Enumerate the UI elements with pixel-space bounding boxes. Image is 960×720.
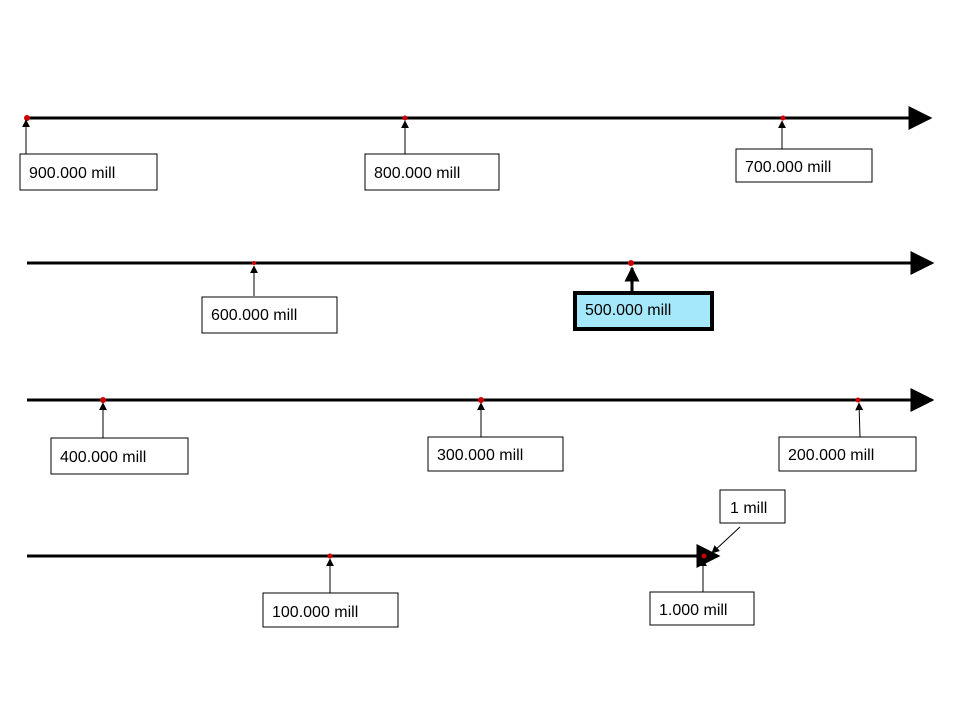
label-text: 500.000 mill — [585, 302, 671, 319]
label-box: 900.000 mill — [19, 153, 158, 191]
label-box: 600.000 mill — [201, 296, 338, 334]
label-text: 1.000 mill — [659, 602, 727, 619]
pointer-arrow — [855, 402, 864, 438]
marker-dot — [478, 397, 484, 403]
label-box: 200.000 mill — [778, 436, 917, 472]
label-text: 900.000 mill — [29, 165, 115, 182]
marker-dot — [402, 115, 408, 121]
timeline-row-3: 400.000 mill 300.000 mill 200.000 mill — [27, 388, 935, 475]
label-text: 800.000 mill — [374, 165, 460, 182]
label-text: 200.000 mill — [788, 447, 874, 464]
marker-dot — [252, 261, 256, 265]
label-text: 100.000 mill — [272, 604, 358, 621]
label-box: 700.000 mill — [735, 148, 873, 183]
marker-dot — [24, 115, 30, 121]
marker-dot — [780, 115, 786, 121]
label-box-highlighted: 500.000 mill — [573, 291, 714, 331]
timeline-row-2: 600.000 mill 500.000 mill — [27, 251, 935, 334]
label-box: 1.000 mill — [649, 591, 755, 626]
label-box: 1 mill — [719, 489, 786, 524]
label-text: 700.000 mill — [745, 159, 831, 176]
label-box: 100.000 mill — [262, 592, 399, 628]
label-text: 600.000 mill — [211, 307, 297, 324]
label-text: 300.000 mill — [437, 447, 523, 464]
marker-dot — [855, 397, 861, 403]
label-box: 300.000 mill — [427, 436, 564, 472]
marker-dot — [701, 553, 707, 559]
timeline-row-4: 100.000 mill 1.000 mill 1 mill — [27, 489, 786, 628]
label-text: 1 mill — [730, 500, 767, 517]
pointer-arrow-diagonal — [711, 526, 741, 554]
marker-dot — [100, 397, 106, 403]
label-text: 400.000 mill — [60, 449, 146, 466]
timeline-row-1: 900.000 mill 800.000 mill 700.000 mill — [19, 106, 933, 191]
label-box: 400.000 mill — [50, 437, 189, 475]
label-box: 800.000 mill — [364, 153, 500, 191]
marker-dot — [327, 553, 333, 559]
marker-dot — [628, 260, 634, 266]
